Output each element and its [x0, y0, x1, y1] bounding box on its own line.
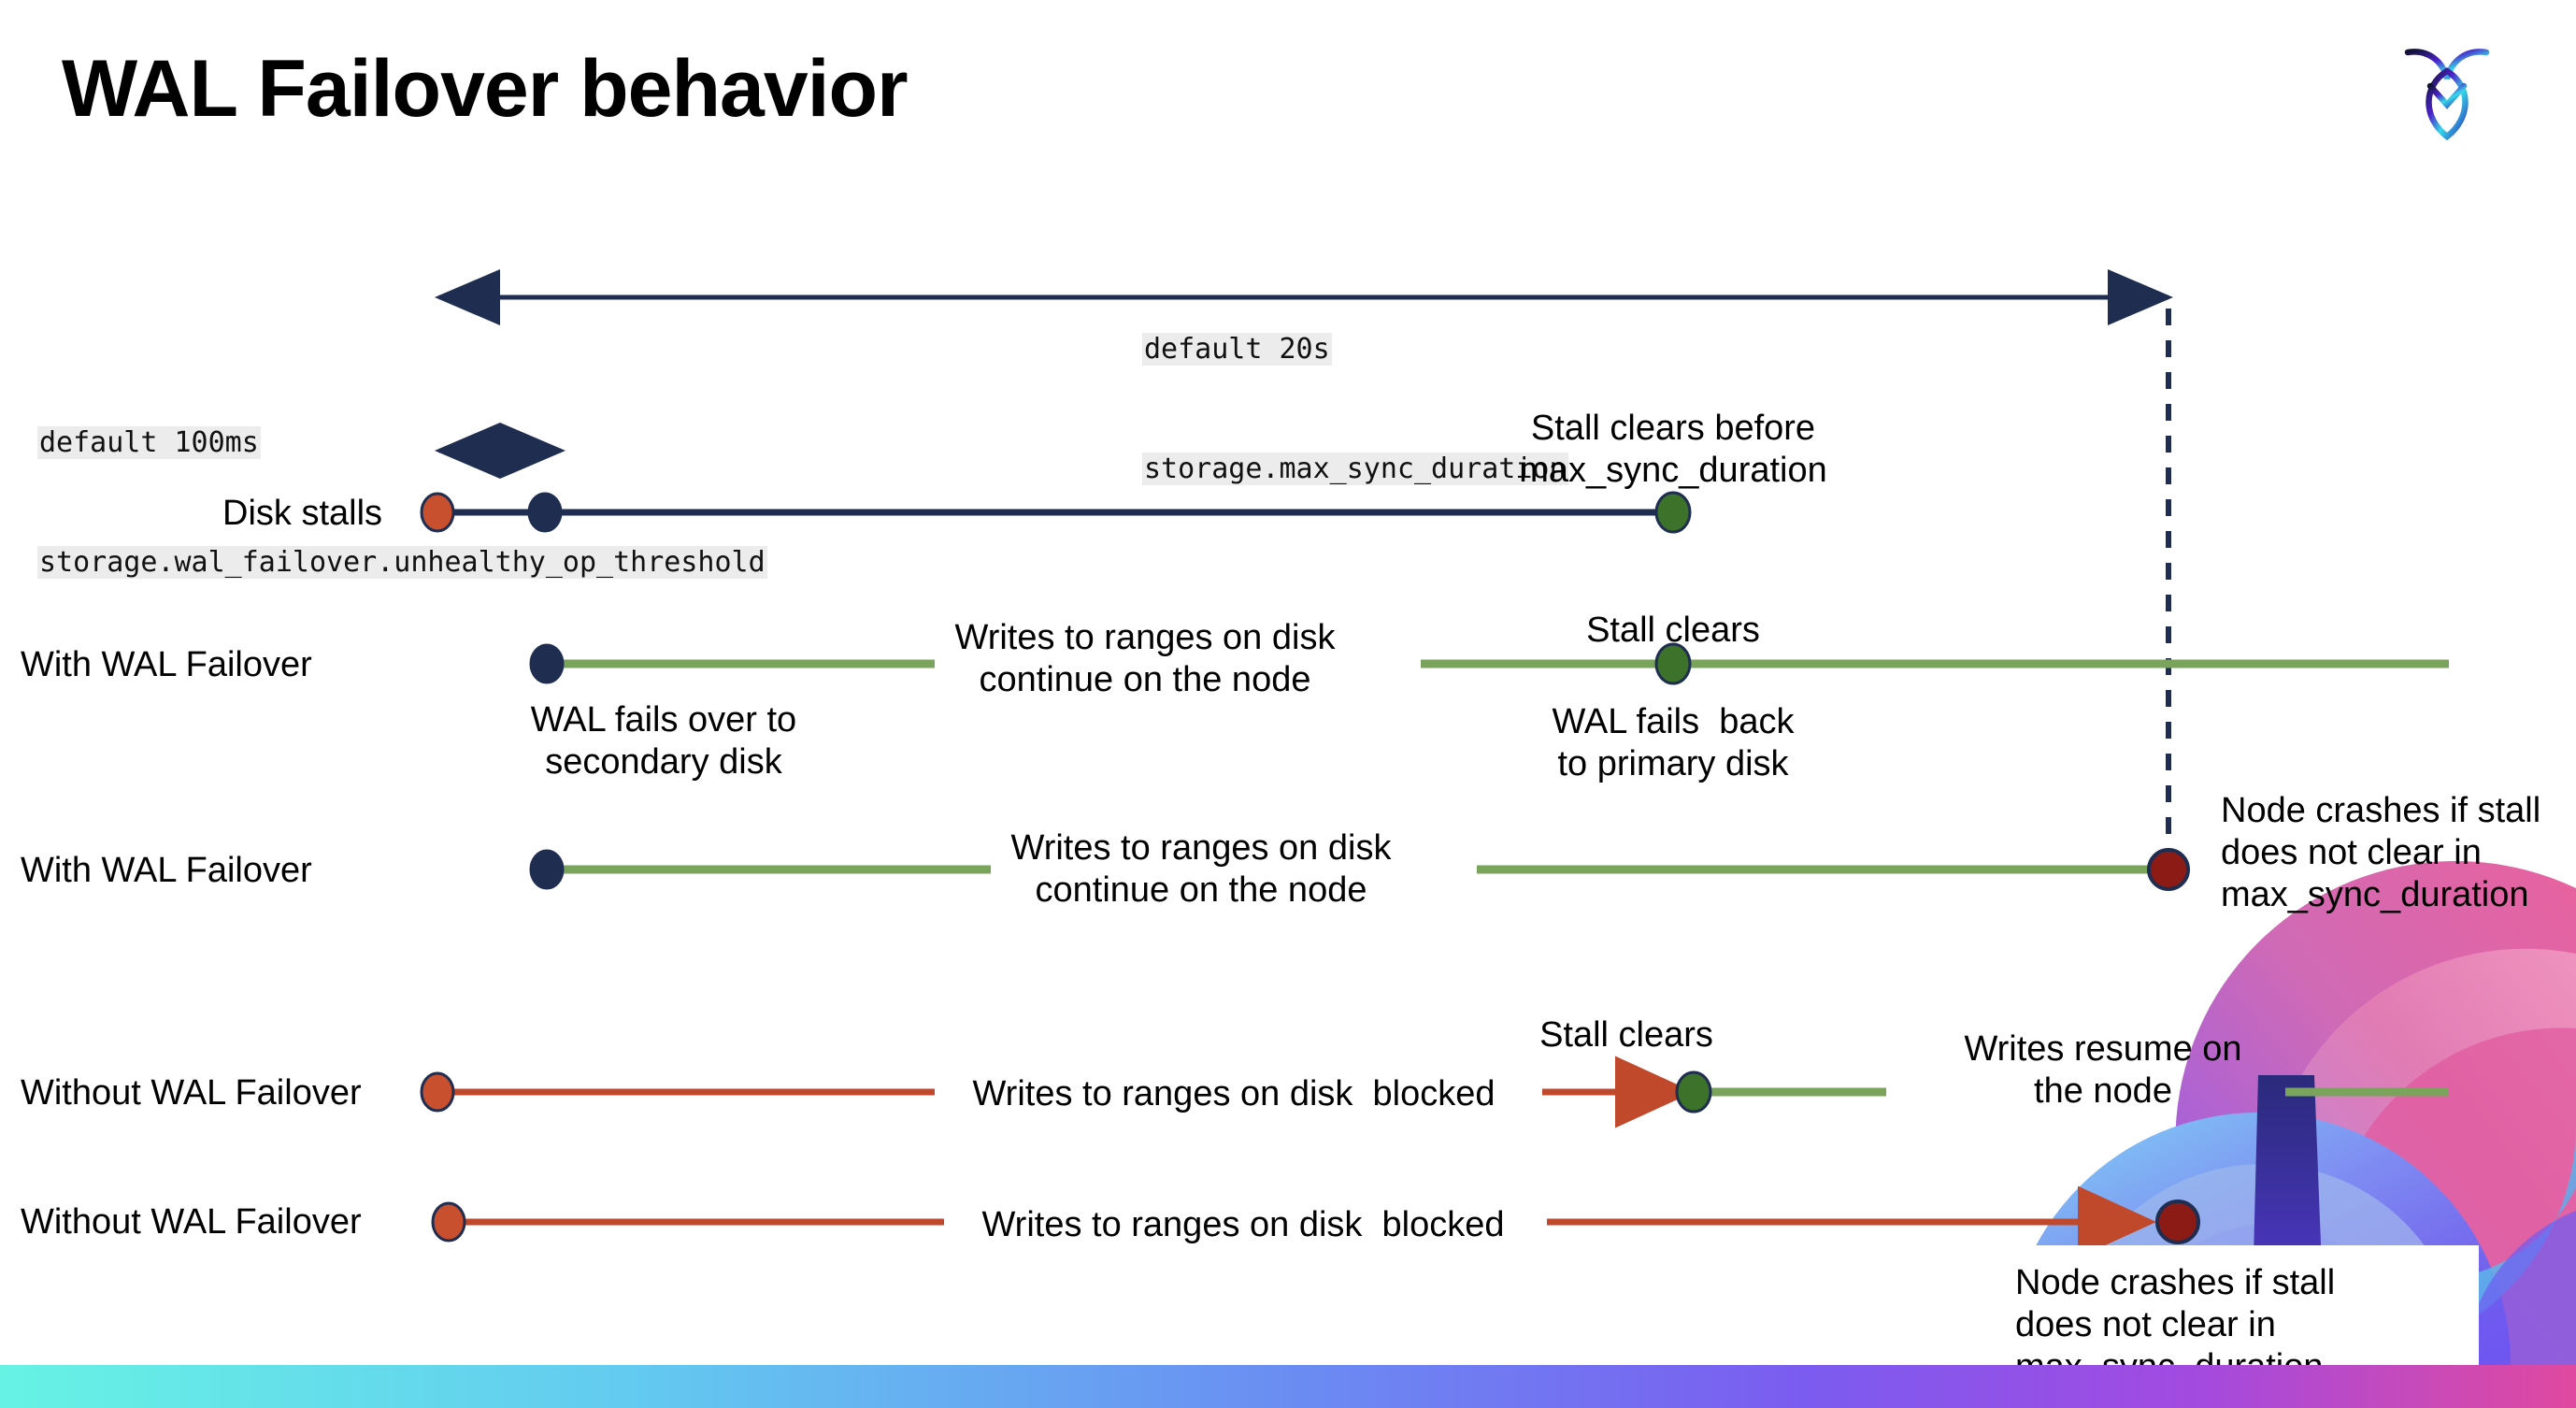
- max-sync-setting-label: storage.max_sync_duration: [1142, 452, 1568, 485]
- note-stall-clears-before-max-sync: Stall clears before max_sync_duration: [1519, 409, 1827, 490]
- bottom-gradient-band: [0, 1365, 2576, 1408]
- stall-clear-dot: [1675, 1070, 1712, 1113]
- stall-clear-dot: [1654, 491, 1692, 534]
- stall-clear-dot: [1654, 642, 1692, 685]
- row-without-wal-failover-crashes-track: [431, 1185, 2200, 1258]
- row-label-without-wal-failover-2: Without WAL Failover: [21, 1202, 362, 1242]
- row-label-with-wal-failover-1: With WAL Failover: [21, 645, 312, 684]
- unhealthy-op-threshold-annotation: default 100ms storage.wal_failover.unhea…: [37, 344, 767, 663]
- note-stall-clears-row4: Stall clears: [1539, 1015, 1713, 1055]
- row-label-disk-stalls: Disk stalls: [222, 494, 383, 533]
- note-writes-continue-row2: Writes to ranges on disk continue on the…: [954, 618, 1336, 699]
- note-wal-fails-back-primary: WAL fails back to primary disk: [1552, 702, 1795, 783]
- note-node-crashes-row3: Node crashes if stall does not clear in …: [2221, 791, 2541, 914]
- row-with-wal-failover-crashes-track: [529, 848, 2190, 891]
- stall-start-dot: [420, 1071, 455, 1113]
- row-disk-stalls-track: [420, 491, 1692, 534]
- note-writes-continue-row3: Writes to ranges on disk continue on the…: [1010, 828, 1392, 910]
- max-sync-default-label: default 20s: [1142, 333, 1332, 366]
- row-label-without-wal-failover-1: Without WAL Failover: [21, 1073, 362, 1113]
- row-with-wal-failover-recovers-track: [529, 642, 2449, 685]
- stall-start-dot: [420, 492, 455, 533]
- node-crash-dot: [2155, 1200, 2200, 1244]
- node-crash-dot: [2147, 848, 2190, 891]
- note-wal-fails-over-secondary: WAL fails over to secondary disk: [530, 700, 797, 782]
- note-writes-blocked-row4: Writes to ranges on disk blocked: [972, 1074, 1496, 1113]
- cockroachdb-logo-icon: [2404, 49, 2490, 141]
- page-title: WAL Failover behavior: [62, 44, 909, 134]
- unhealthy-op-setting-label: storage.wal_failover.unhealthy_op_thresh…: [37, 545, 767, 579]
- failover-start-dot: [529, 643, 565, 684]
- stall-start-dot: [431, 1201, 466, 1243]
- row-without-wal-failover-recovers-track: [420, 1056, 2449, 1128]
- failover-start-dot: [529, 849, 565, 890]
- note-writes-blocked-row5: Writes to ranges on disk blocked: [981, 1205, 1505, 1244]
- note-stall-clears-row2: Stall clears: [1586, 611, 1760, 650]
- note-writes-resume-row4: Writes resume on the node: [1964, 1029, 2242, 1111]
- row-label-with-wal-failover-2: With WAL Failover: [21, 851, 312, 890]
- max-sync-duration-annotation: default 20s storage.max_sync_duration: [1142, 251, 1568, 569]
- unhealthy-op-default-label: default 100ms: [37, 426, 261, 460]
- failover-trigger-dot: [527, 492, 563, 533]
